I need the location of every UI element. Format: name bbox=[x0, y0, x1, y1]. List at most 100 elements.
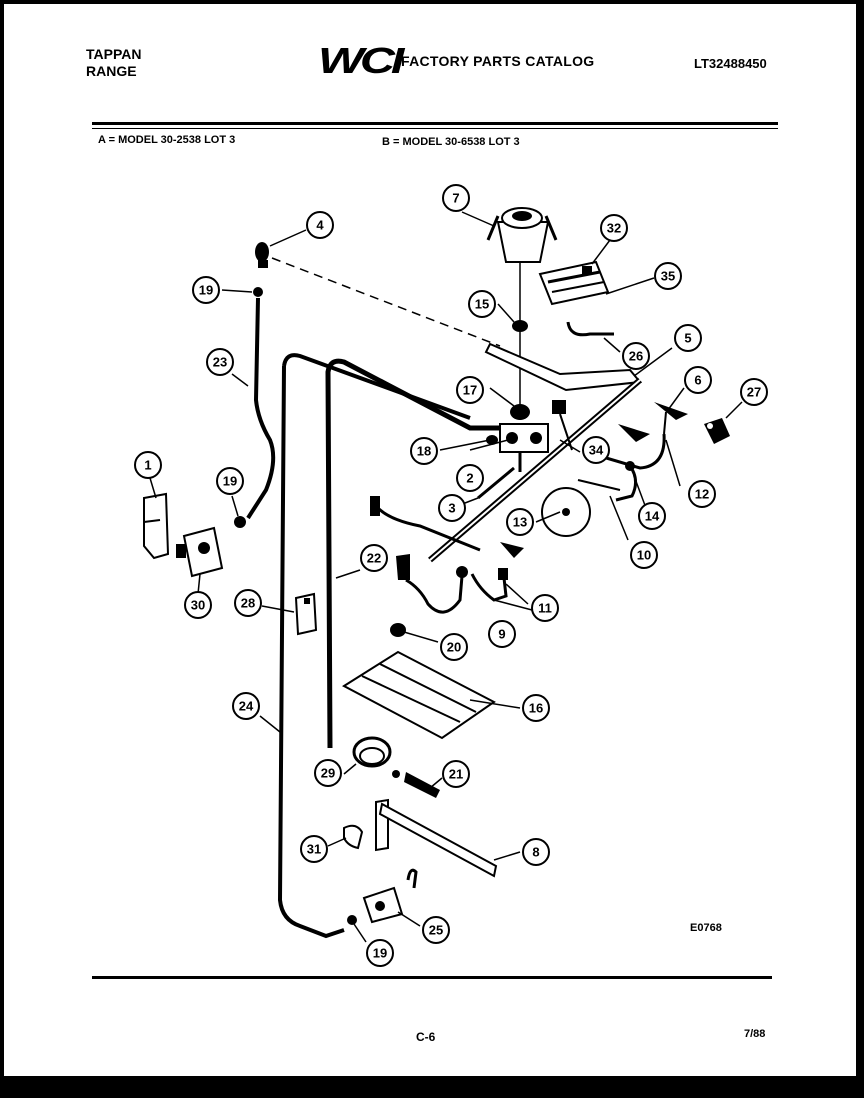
part-14-lead bbox=[615, 465, 637, 502]
svg-text:9: 9 bbox=[498, 627, 505, 642]
svg-text:17: 17 bbox=[463, 383, 477, 398]
svg-text:35: 35 bbox=[661, 269, 675, 284]
part-25-safety-valve bbox=[362, 868, 418, 924]
part-8-lower-burner bbox=[375, 798, 498, 878]
dashed-leader bbox=[271, 257, 501, 347]
part-19-fitting-c bbox=[347, 915, 357, 925]
footer-rule bbox=[92, 976, 772, 979]
part-29-coil bbox=[352, 736, 392, 768]
callout-19-top: 19 bbox=[192, 276, 220, 304]
header-rule-thick bbox=[92, 122, 778, 125]
callout-12: 12 bbox=[688, 480, 716, 508]
callout-5: 5 bbox=[674, 324, 702, 352]
brand-line-1: TAPPAN bbox=[86, 46, 142, 62]
svg-text:15: 15 bbox=[475, 297, 489, 312]
revision-date: 7/88 bbox=[744, 1028, 766, 1040]
callout-26: 26 bbox=[622, 342, 650, 370]
supply-tube-24-top bbox=[282, 353, 471, 420]
svg-text:16: 16 bbox=[529, 701, 543, 716]
part-30-thermostat bbox=[176, 526, 224, 578]
part-17-valve-cluster bbox=[486, 404, 549, 472]
part-4-fitting bbox=[255, 242, 269, 268]
svg-text:25: 25 bbox=[429, 923, 443, 938]
part-6-ignitor-left bbox=[618, 424, 650, 442]
callout-18: 18 bbox=[410, 437, 438, 465]
callout-30: 30 bbox=[184, 591, 212, 619]
callout-9: 9 bbox=[488, 620, 516, 648]
svg-text:21: 21 bbox=[449, 767, 463, 782]
part-8-ignitor-upper bbox=[370, 496, 524, 558]
callout-22: 22 bbox=[360, 544, 388, 572]
callout-14: 14 bbox=[638, 502, 666, 530]
callout-29: 29 bbox=[314, 759, 342, 787]
part-31-clip bbox=[343, 824, 364, 850]
brand-block: TAPPAN RANGE bbox=[86, 46, 141, 80]
svg-text:32: 32 bbox=[607, 221, 621, 236]
svg-text:23: 23 bbox=[213, 355, 227, 370]
callout-35: 35 bbox=[654, 262, 682, 290]
part-16-heat-shield bbox=[342, 650, 496, 740]
svg-text:12: 12 bbox=[695, 487, 709, 502]
svg-text:24: 24 bbox=[239, 699, 254, 714]
callout-28: 28 bbox=[234, 589, 262, 617]
catalog-title: FACTORY PARTS CATALOG bbox=[400, 53, 595, 69]
leader-lines bbox=[149, 211, 743, 943]
part-32-35-bracket bbox=[538, 260, 610, 306]
svg-text:34: 34 bbox=[589, 443, 604, 458]
callout-31: 31 bbox=[300, 835, 328, 863]
part-1-bracket bbox=[143, 492, 170, 560]
callout-25: 25 bbox=[422, 916, 450, 944]
callout-27: 27 bbox=[740, 378, 768, 406]
callout-2: 2 bbox=[456, 464, 484, 492]
svg-text:5: 5 bbox=[684, 331, 691, 346]
svg-text:29: 29 bbox=[321, 766, 335, 781]
svg-text:8: 8 bbox=[532, 845, 539, 860]
svg-text:26: 26 bbox=[629, 349, 643, 364]
header-rule-thin bbox=[92, 128, 778, 129]
catalog-header: WCI FACTORY PARTS CATALOG bbox=[318, 40, 594, 82]
callout-3: 3 bbox=[438, 494, 466, 522]
svg-text:2: 2 bbox=[466, 471, 473, 486]
wci-logo: WCI bbox=[318, 40, 404, 81]
part-5-burner bbox=[428, 342, 642, 563]
callout-4: 4 bbox=[306, 211, 334, 239]
part-28-block bbox=[294, 592, 318, 636]
svg-text:14: 14 bbox=[645, 509, 660, 524]
part-34-valve bbox=[552, 400, 573, 451]
callout-11: 11 bbox=[531, 594, 559, 622]
svg-text:27: 27 bbox=[747, 385, 761, 400]
supply-tube-24 bbox=[277, 365, 345, 939]
part-19-fitting-b bbox=[234, 516, 246, 528]
callout-34: 34 bbox=[582, 436, 610, 464]
part-15-washer bbox=[512, 320, 528, 332]
callout-8: 8 bbox=[522, 838, 550, 866]
svg-text:28: 28 bbox=[241, 596, 255, 611]
part-9-thermocouple bbox=[396, 554, 468, 614]
part-13-disc bbox=[541, 487, 591, 537]
figure-code: E0768 bbox=[690, 922, 722, 934]
callout-6-right: 6 bbox=[684, 366, 712, 394]
svg-text:6: 6 bbox=[694, 373, 701, 388]
part-12-wire bbox=[585, 433, 666, 470]
callout-15: 15 bbox=[468, 290, 496, 318]
svg-text:11: 11 bbox=[538, 601, 552, 616]
callout-23: 23 bbox=[206, 348, 234, 376]
page-number: C-6 bbox=[416, 1030, 436, 1044]
part-7-regulator bbox=[486, 207, 558, 263]
part-14-end bbox=[625, 461, 635, 471]
part-26-tube bbox=[566, 321, 614, 337]
svg-text:3: 3 bbox=[448, 501, 455, 516]
model-a-label: A = MODEL 30-2538 LOT 3 bbox=[98, 134, 236, 146]
callout-13: 13 bbox=[506, 508, 534, 536]
svg-text:18: 18 bbox=[417, 444, 431, 459]
callout-21: 21 bbox=[442, 760, 470, 788]
part-19-fitting-a bbox=[253, 287, 263, 297]
svg-text:7: 7 bbox=[452, 191, 459, 206]
part-10-lead bbox=[577, 479, 621, 491]
callout-1: 1 bbox=[134, 451, 162, 479]
svg-text:13: 13 bbox=[513, 515, 527, 530]
part-20-orifice bbox=[390, 623, 406, 637]
svg-text:30: 30 bbox=[191, 598, 205, 613]
callout-24: 24 bbox=[232, 692, 260, 720]
svg-text:19: 19 bbox=[373, 946, 387, 961]
